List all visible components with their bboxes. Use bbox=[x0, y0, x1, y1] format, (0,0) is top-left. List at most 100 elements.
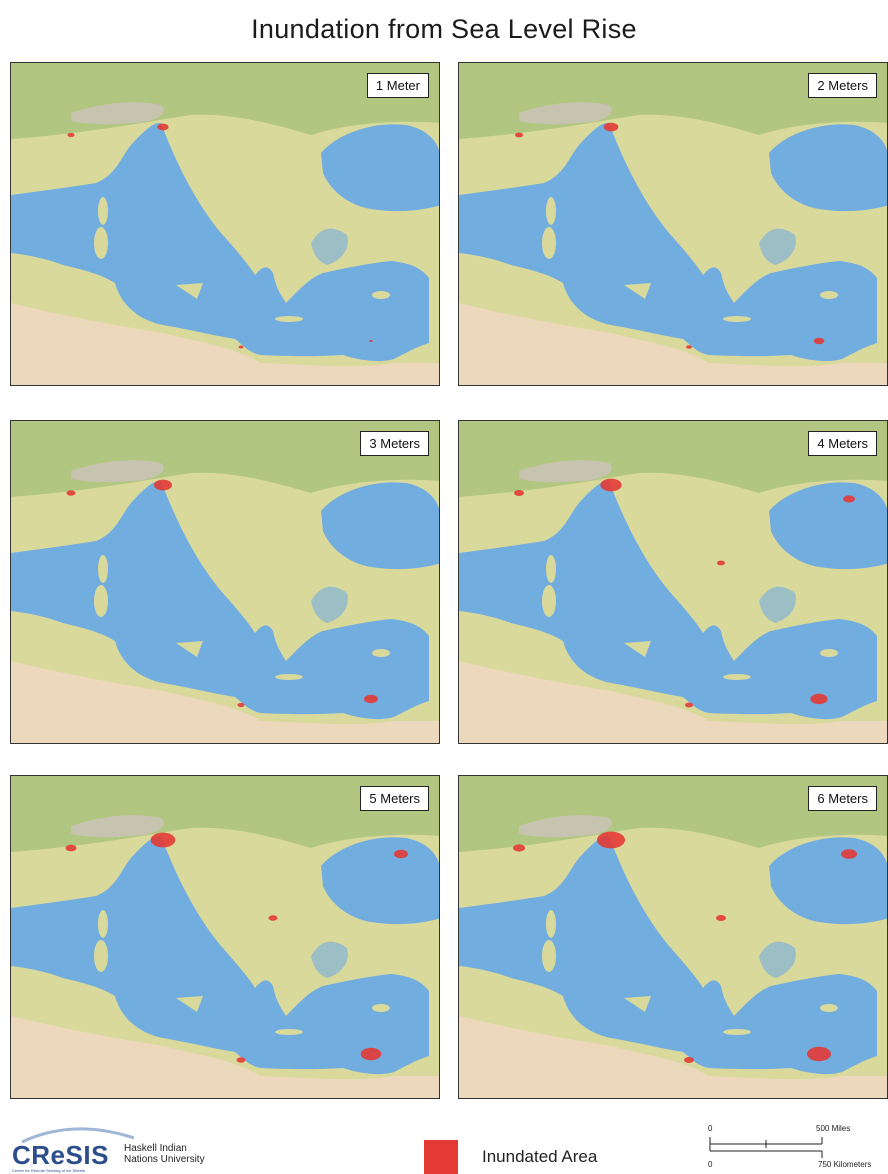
mediterranean-sea bbox=[11, 481, 429, 720]
island-sardinia bbox=[542, 940, 556, 972]
alps-region bbox=[71, 102, 164, 125]
island-crete bbox=[723, 1029, 751, 1035]
map-panel-2m: 2 Meters bbox=[458, 62, 888, 386]
inundated-po-delta bbox=[603, 122, 619, 132]
map-panel-3m: 3 Meters bbox=[10, 420, 440, 744]
scale-miles-end: 500 Miles bbox=[816, 1124, 851, 1133]
inundated-po-delta bbox=[154, 479, 172, 491]
inundated-libya bbox=[236, 1057, 246, 1063]
inundated-po-delta bbox=[150, 832, 176, 848]
island-cyprus bbox=[372, 649, 390, 657]
black-sea bbox=[769, 482, 887, 570]
aegean-sea bbox=[759, 941, 796, 978]
inundated-po-delta bbox=[597, 831, 625, 849]
map-panel-4m: 4 Meters bbox=[458, 420, 888, 744]
inundated-po-delta bbox=[157, 123, 169, 131]
island-crete bbox=[723, 674, 751, 680]
map-panel-6m: 6 Meters bbox=[458, 775, 888, 1099]
map-title: Inundation from Sea Level Rise bbox=[251, 14, 637, 44]
island-sicily bbox=[624, 283, 651, 299]
panel-label-4m: 4 Meters bbox=[808, 431, 877, 456]
black-sea bbox=[321, 124, 439, 212]
aegean-sea bbox=[759, 586, 796, 623]
inundated-nile-delta bbox=[360, 1047, 382, 1061]
island-sardinia bbox=[94, 585, 108, 617]
inundated-libya bbox=[684, 1057, 694, 1063]
inundated-rhone bbox=[66, 490, 76, 496]
inundated-nile-delta bbox=[807, 1046, 831, 1062]
map-1m bbox=[11, 63, 439, 385]
mediterranean-sea bbox=[459, 123, 877, 362]
aegean-sea bbox=[311, 941, 348, 978]
desert-region-east bbox=[699, 363, 887, 385]
island-sardinia bbox=[94, 940, 108, 972]
inundated-black-sea-coast bbox=[841, 849, 857, 859]
aegean-sea bbox=[311, 228, 348, 265]
inundated-nile-delta bbox=[813, 337, 825, 345]
island-crete bbox=[275, 674, 303, 680]
legend-label-inundated: Inundated Area bbox=[482, 1147, 598, 1166]
alps-region bbox=[519, 815, 612, 838]
panel-label-6m: 6 Meters bbox=[808, 786, 877, 811]
inundated-black-sea-coast bbox=[394, 849, 408, 859]
island-corsica bbox=[98, 555, 108, 583]
cresis-tagline: Center for Remote Sensing of Ice Sheets bbox=[12, 1168, 85, 1173]
map-5m bbox=[11, 776, 439, 1098]
island-crete bbox=[275, 316, 303, 322]
inundated-rhone bbox=[67, 132, 75, 138]
panel-label-1m: 1 Meter bbox=[366, 73, 429, 98]
island-corsica bbox=[98, 910, 108, 938]
map-panel-1m: 1 Meter bbox=[10, 62, 440, 386]
desert-region-east bbox=[251, 1076, 439, 1098]
desert-region bbox=[459, 661, 719, 743]
desert-region bbox=[11, 1016, 271, 1098]
inundated-rhone bbox=[514, 490, 524, 496]
desert-region bbox=[11, 661, 271, 743]
map-4m bbox=[459, 421, 887, 743]
desert-region-east bbox=[699, 1076, 887, 1098]
legend-swatch-inundated bbox=[424, 1140, 458, 1174]
island-cyprus bbox=[372, 291, 390, 299]
desert-region bbox=[11, 303, 271, 385]
panel-label-2m: 2 Meters bbox=[808, 73, 877, 98]
inundated-libya bbox=[685, 702, 693, 708]
inundated-rhone bbox=[515, 132, 523, 138]
partner-line-2: Nations University bbox=[124, 1154, 205, 1165]
desert-region bbox=[459, 1016, 719, 1098]
island-crete bbox=[275, 1029, 303, 1035]
map-2m bbox=[459, 63, 887, 385]
panel-label-3m: 3 Meters bbox=[360, 431, 429, 456]
inundated-aegean-coast bbox=[716, 915, 726, 921]
island-corsica bbox=[546, 197, 556, 225]
island-corsica bbox=[546, 555, 556, 583]
mediterranean-sea bbox=[11, 836, 429, 1075]
desert-region bbox=[459, 303, 719, 385]
inundated-libya bbox=[686, 345, 692, 349]
alps-region bbox=[519, 460, 612, 483]
logo-arc-icon bbox=[21, 1127, 135, 1144]
island-cyprus bbox=[820, 649, 838, 657]
partner-name: Haskell Indian Nations University bbox=[124, 1143, 205, 1165]
mediterranean-sea bbox=[11, 123, 429, 362]
aegean-sea bbox=[311, 586, 348, 623]
aegean-sea bbox=[759, 228, 796, 265]
scale-km-end: 750 Kilometers bbox=[818, 1160, 872, 1169]
black-sea bbox=[769, 837, 887, 925]
scale-miles-start: 0 bbox=[708, 1124, 713, 1133]
inundated-aegean-coast bbox=[717, 560, 725, 566]
island-cyprus bbox=[820, 1004, 838, 1012]
black-sea bbox=[321, 837, 439, 925]
island-sicily bbox=[176, 641, 203, 657]
desert-region-east bbox=[699, 721, 887, 743]
map-3m bbox=[11, 421, 439, 743]
island-sicily bbox=[176, 996, 203, 1012]
island-cyprus bbox=[820, 291, 838, 299]
scale-km-start: 0 bbox=[708, 1160, 713, 1169]
inundated-rhone bbox=[65, 844, 77, 852]
cresis-logo: CReSIS bbox=[12, 1140, 109, 1170]
island-sicily bbox=[624, 641, 651, 657]
inundated-aegean-coast bbox=[268, 915, 278, 921]
island-cyprus bbox=[372, 1004, 390, 1012]
desert-region-east bbox=[251, 363, 439, 385]
alps-region bbox=[71, 815, 164, 838]
